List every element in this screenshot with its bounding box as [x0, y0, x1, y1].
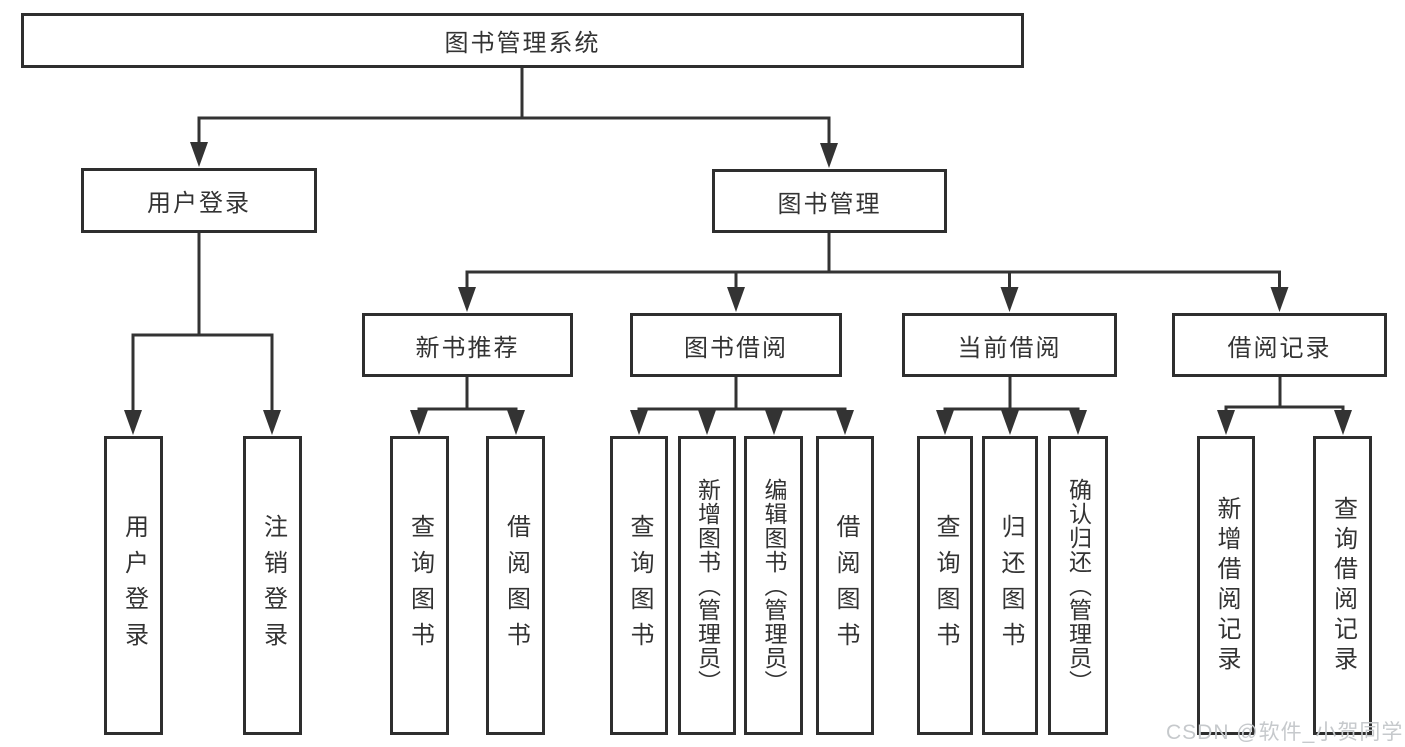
connector-root-to-level2 — [197, 68, 831, 145]
connector-newbook-to-leaves — [417, 377, 518, 414]
connector-userlogin-to-leaves — [131, 233, 274, 412]
watermark-text: CSDN @软件_小贺同学 — [1166, 721, 1404, 744]
leaf-borrow-edit-admin: 编辑图书（管理员） — [744, 436, 803, 735]
leaf-newbook-borrow-label: 借阅图书 — [502, 513, 530, 658]
node-user-login: 用户登录 — [81, 168, 317, 233]
node-new-book-recommend: 新书推荐 — [362, 313, 573, 377]
leaf-confirm-return-admin: 确认归还（管理员） — [1048, 436, 1108, 735]
leaf-borrow-edit-admin-label: 编辑图书（管理员） — [761, 477, 787, 694]
node-borrow-records-label: 借阅记录 — [1227, 334, 1332, 362]
leaf-borrow-book: 借阅图书 — [816, 436, 874, 735]
node-root-label: 图书管理系统 — [444, 30, 601, 57]
node-current-borrow-label: 当前借阅 — [957, 334, 1062, 362]
leaf-borrow-add-admin-label: 新增图书（管理员） — [694, 477, 721, 694]
leaf-logout-label: 注销登录 — [259, 513, 287, 658]
connector-currentborrow-to-leaves — [943, 377, 1080, 414]
connector-records-to-leaves — [1224, 377, 1345, 412]
node-book-borrow: 图书借阅 — [630, 313, 842, 377]
node-current-borrow: 当前借阅 — [902, 313, 1117, 377]
leaf-logout: 注销登录 — [243, 436, 302, 735]
leaf-add-borrow-record-label: 新增借阅记录 — [1213, 495, 1240, 676]
leaf-borrow-book-label: 借阅图书 — [832, 513, 859, 658]
node-borrow-records: 借阅记录 — [1172, 313, 1387, 377]
node-user-login-label: 用户登录 — [147, 190, 251, 217]
leaf-user-login: 用户登录 — [104, 436, 163, 735]
leaf-newbook-query-label: 查询图书 — [406, 513, 434, 658]
leaf-newbook-query: 查询图书 — [390, 436, 449, 735]
connector-bookborrow-to-leaves — [637, 377, 847, 414]
node-book-management-label: 图书管理 — [777, 190, 882, 218]
node-book-management: 图书管理 — [712, 169, 947, 233]
leaf-return-book: 归还图书 — [982, 436, 1038, 735]
leaf-borrow-query-label: 查询图书 — [626, 513, 653, 658]
leaf-current-query: 查询图书 — [917, 436, 973, 735]
leaf-borrow-query: 查询图书 — [610, 436, 668, 735]
leaf-borrow-add-admin: 新增图书（管理员） — [678, 436, 736, 735]
arrowheads — [124, 142, 1352, 435]
leaf-query-borrow-record-label: 查询借阅记录 — [1329, 495, 1357, 676]
leaf-confirm-return-admin-label: 确认归还（管理员） — [1065, 477, 1092, 694]
leaf-current-query-label: 查询图书 — [932, 513, 959, 658]
node-book-borrow-label: 图书借阅 — [684, 334, 788, 362]
leaf-query-borrow-record: 查询借阅记录 — [1313, 436, 1372, 735]
leaf-add-borrow-record: 新增借阅记录 — [1197, 436, 1255, 735]
node-root-system: 图书管理系统 — [21, 13, 1024, 68]
connector-bookmgmt-to-level3 — [465, 233, 1281, 289]
node-new-book-recommend-label: 新书推荐 — [415, 334, 520, 362]
leaf-user-login-label: 用户登录 — [120, 513, 148, 658]
leaf-return-book-label: 归还图书 — [997, 513, 1024, 658]
leaf-newbook-borrow: 借阅图书 — [486, 436, 545, 735]
